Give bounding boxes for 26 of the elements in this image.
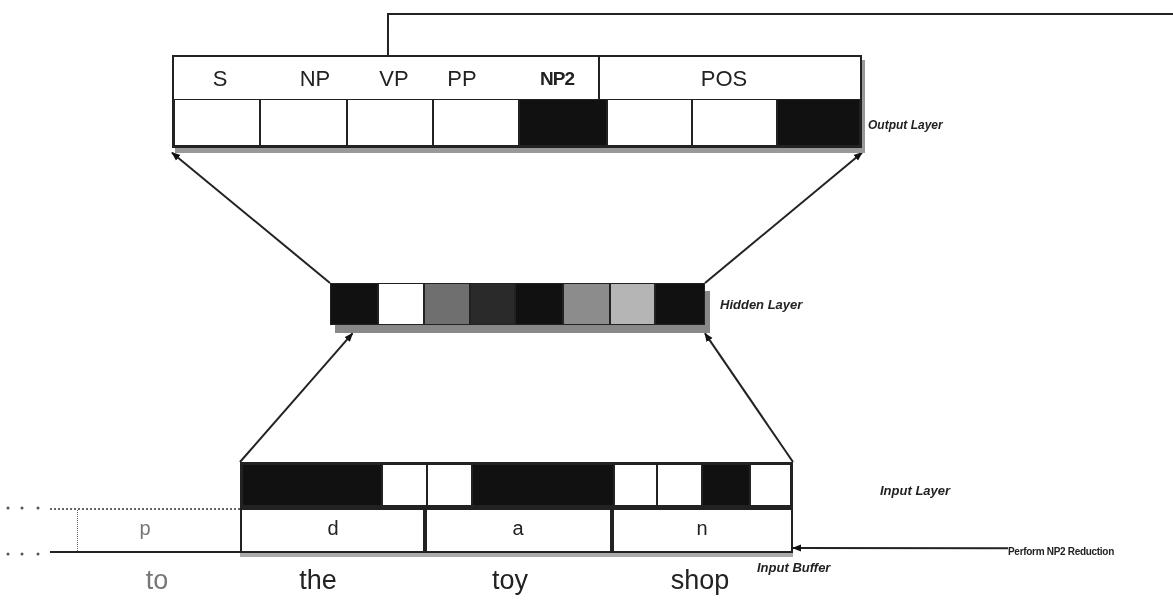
- symbol-label: p: [139, 517, 151, 540]
- category-label: NP: [299, 66, 331, 92]
- symbol-label: a: [512, 517, 524, 540]
- arrow: [239, 332, 354, 463]
- word-label: to: [145, 565, 169, 596]
- word-label: toy: [492, 565, 528, 596]
- word-label: shop: [670, 565, 730, 596]
- arrow: [704, 151, 863, 284]
- layer-label: Input Buffer: [757, 560, 831, 575]
- category-label: S: [212, 66, 228, 92]
- category-label: VP: [379, 66, 409, 92]
- layer-label: Output Layer: [868, 118, 943, 132]
- category-label: NP2: [540, 68, 574, 90]
- arrow: [171, 151, 331, 284]
- arrow: [704, 332, 794, 463]
- arrow: [792, 544, 1009, 552]
- input-layer: [240, 462, 793, 508]
- layer-label: Input Layer: [880, 483, 951, 498]
- category-label: PP: [447, 66, 477, 92]
- layer-label: Hidden Layer: [720, 297, 803, 312]
- command-text: Perform NP2 Reduction: [1008, 541, 1173, 557]
- symbol-label: d: [327, 517, 339, 540]
- connector-line: [386, 13, 1173, 56]
- category-label: POS: [700, 66, 748, 92]
- symbol-label: n: [696, 517, 708, 540]
- word-label: the: [299, 565, 337, 596]
